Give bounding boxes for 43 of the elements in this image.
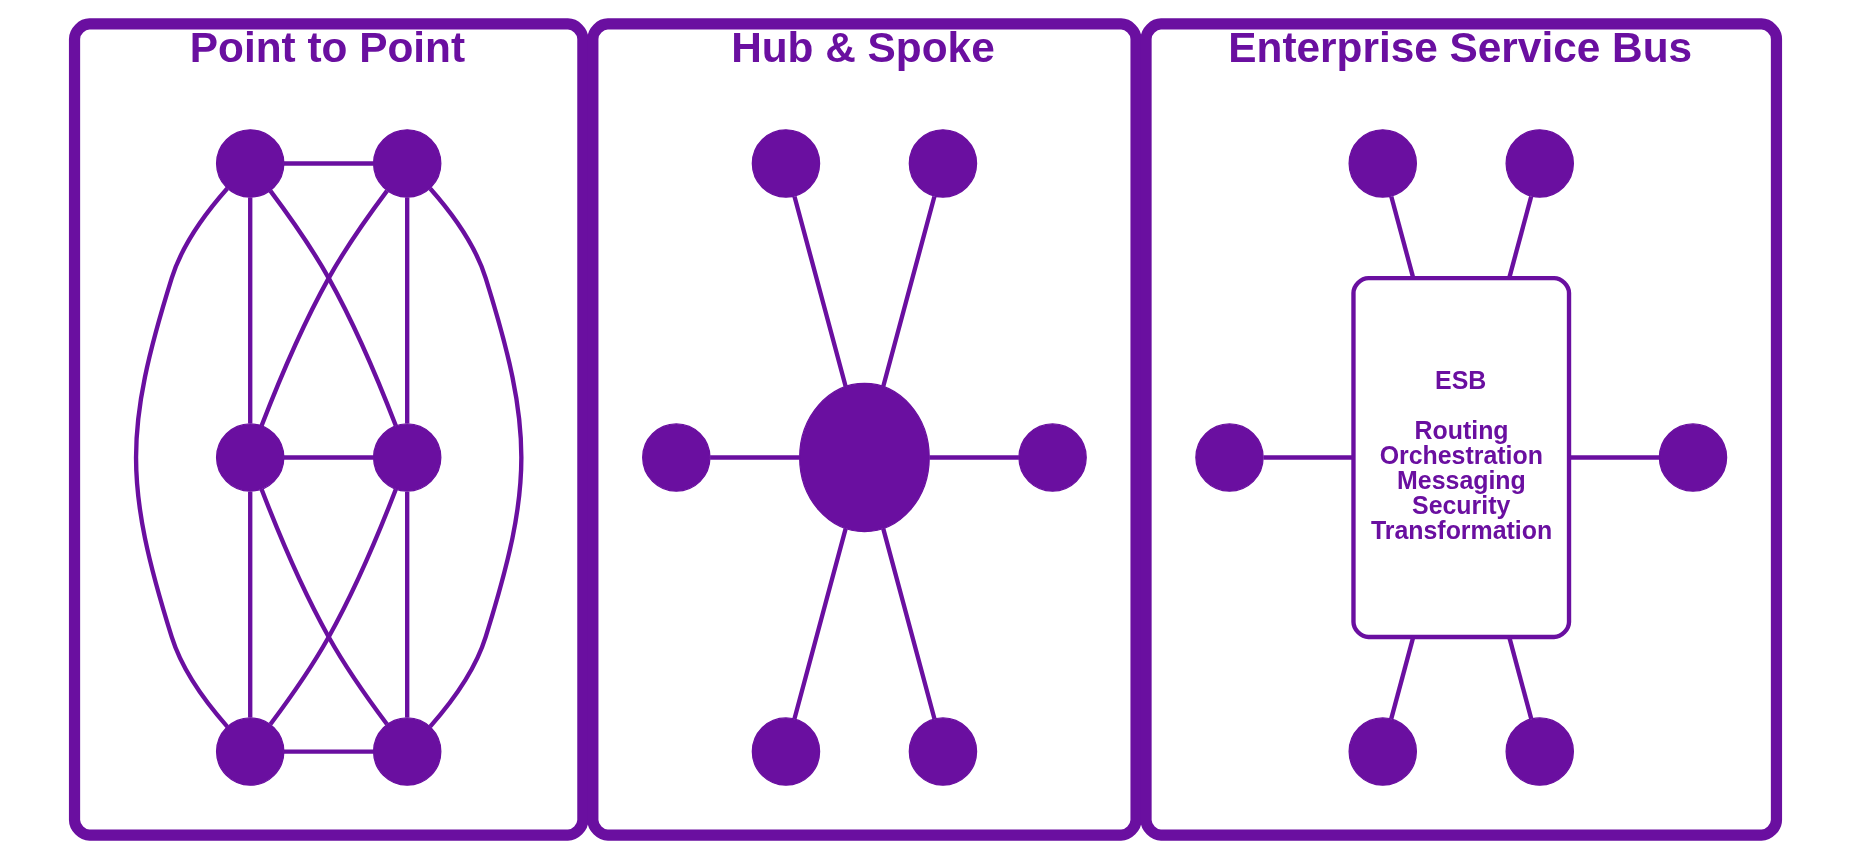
cluster: Hub & Spoke xyxy=(586,17,1142,841)
connector xyxy=(880,527,937,720)
connector xyxy=(404,197,409,424)
node-circle xyxy=(372,128,441,198)
node-box: ESB Routing Orchestration Messaging Security Transformation xyxy=(1350,275,1571,639)
node-circle xyxy=(641,422,711,492)
node-circle xyxy=(372,422,441,492)
node-circle xyxy=(1658,422,1727,492)
node-circle xyxy=(215,716,284,786)
node-circle xyxy=(908,128,977,198)
node-circle xyxy=(1348,716,1417,786)
connector xyxy=(428,186,523,728)
node-circle xyxy=(751,716,820,786)
connector xyxy=(1506,195,1533,278)
connector xyxy=(283,748,373,754)
node-circle xyxy=(1017,422,1087,492)
connector xyxy=(709,454,799,460)
connector xyxy=(247,197,252,424)
node-circle xyxy=(908,716,977,786)
node-circle xyxy=(215,422,284,492)
connector xyxy=(1262,454,1353,460)
connector xyxy=(880,195,936,387)
node-circle xyxy=(372,716,441,786)
connector xyxy=(247,491,252,718)
node-circle xyxy=(1504,716,1574,786)
connector xyxy=(1388,636,1415,719)
connector xyxy=(133,186,229,728)
connector xyxy=(1506,636,1533,719)
node-ellipse xyxy=(798,382,930,532)
node-circle xyxy=(1194,422,1264,492)
connector xyxy=(283,160,373,166)
connector xyxy=(1568,454,1659,460)
node-circle xyxy=(1504,128,1574,198)
node-circle xyxy=(1348,128,1417,198)
connector xyxy=(929,454,1019,460)
cluster: Point to Point xyxy=(68,17,588,841)
connector xyxy=(404,491,409,718)
connector xyxy=(791,195,848,387)
connector xyxy=(791,527,848,720)
node-circle xyxy=(215,128,284,198)
connector xyxy=(1388,195,1415,278)
node-circle xyxy=(751,128,820,198)
connector xyxy=(283,454,373,460)
